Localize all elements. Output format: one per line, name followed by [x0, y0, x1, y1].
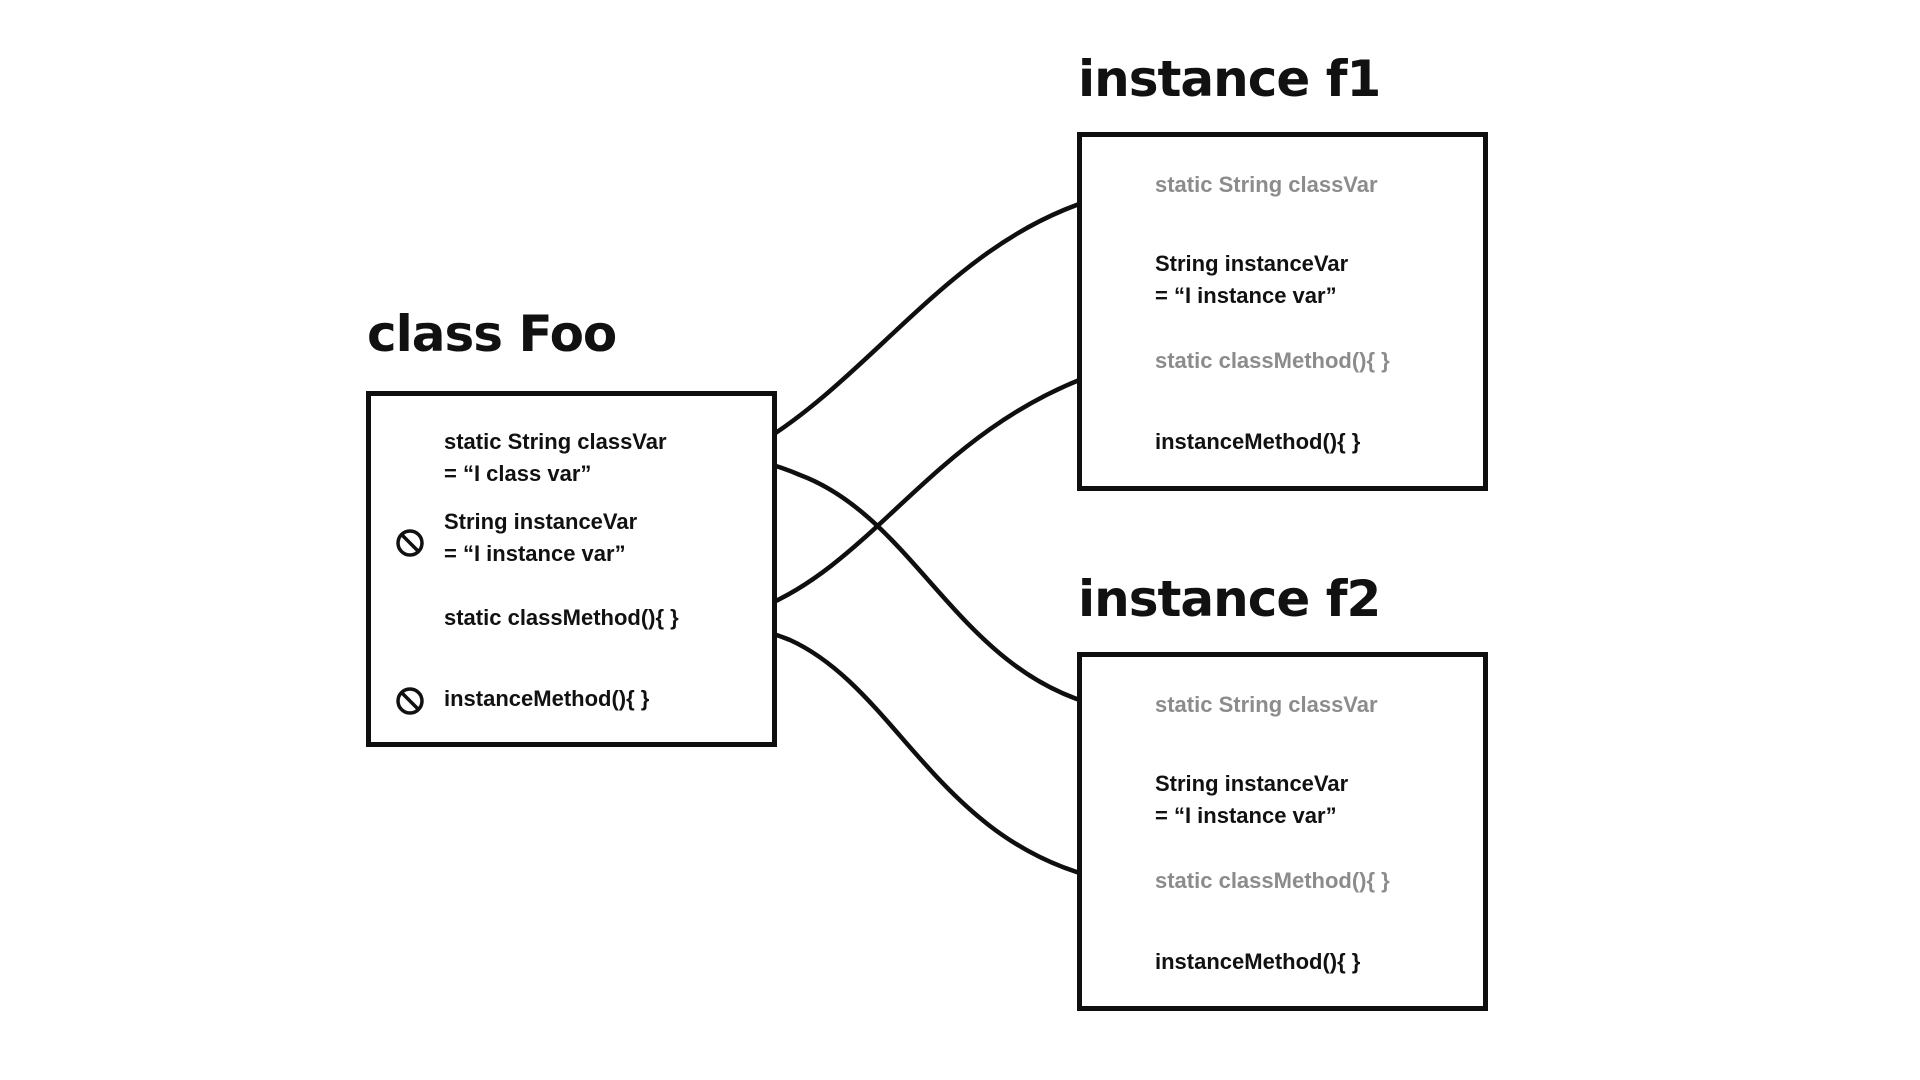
instance-f2-box [1077, 652, 1488, 1011]
class-foo-box [366, 391, 777, 747]
instance-f2-title: instance f2 [1078, 570, 1381, 628]
class-foo-classvar: static String classVar = “I class var” [444, 429, 667, 486]
f1-inherited-classvar: static String classVar [1155, 172, 1378, 197]
f1-inherited-classmethod: static classMethod(){ } [1155, 348, 1390, 373]
instance-f1-title: instance f1 [1078, 50, 1381, 108]
class-foo-classmethod: static classMethod(){ } [444, 605, 679, 630]
class-foo-instancevar: String instanceVar = “I instance var” [444, 509, 638, 566]
f1-instancemethod: instanceMethod(){ } [1155, 429, 1361, 454]
f2-instancevar: String instanceVar = “I instance var” [1155, 771, 1349, 828]
f1-instancevar: String instanceVar = “I instance var” [1155, 251, 1349, 308]
prohibited-icon [396, 529, 424, 557]
class-foo-instancemethod: instanceMethod(){ } [444, 686, 650, 711]
class-foo-title: class Foo [367, 305, 617, 363]
f2-instancemethod: instanceMethod(){ } [1155, 949, 1361, 974]
f2-inherited-classmethod: static classMethod(){ } [1155, 868, 1390, 893]
f2-inherited-classvar: static String classVar [1155, 692, 1378, 717]
instance-f1-box [1077, 132, 1488, 491]
prohibited-icon [396, 687, 424, 715]
